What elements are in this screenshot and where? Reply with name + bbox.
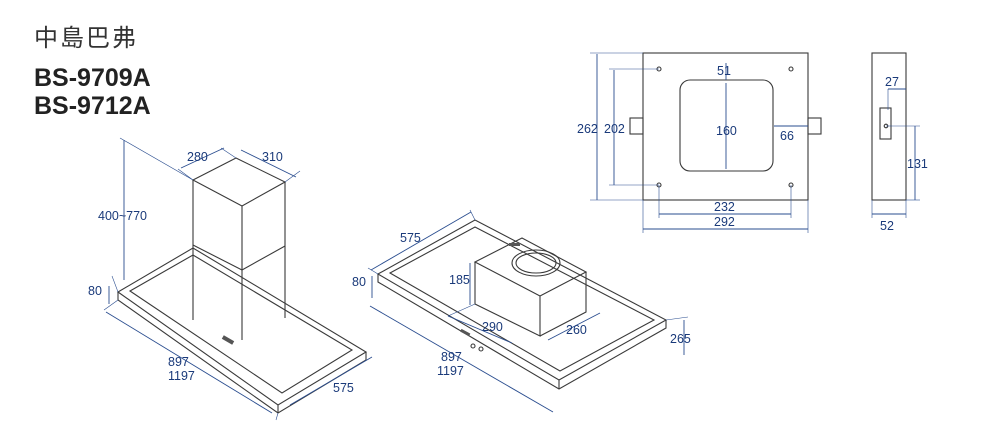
dim-width-long: 1197	[168, 369, 195, 383]
outlet-ring	[511, 249, 561, 277]
dim-chimney-height: 400~770	[98, 209, 147, 223]
dim-outlet-size: 160	[716, 124, 737, 138]
dim-body-depth: 575	[400, 231, 421, 245]
dim-width-short: 897	[168, 355, 189, 369]
body-outline	[376, 219, 668, 381]
dim-total-height: 265	[670, 332, 691, 346]
dim-plate-width: 292	[714, 215, 735, 229]
motor-top	[473, 237, 588, 297]
dim-plate-height: 262	[577, 122, 598, 136]
side-outline	[871, 52, 907, 201]
dim-motor-depth: 260	[566, 323, 587, 337]
dim-canopy-depth: 575	[333, 381, 354, 395]
mounting-plate-drawing	[590, 52, 822, 233]
dim-canopy-height: 80	[88, 284, 102, 298]
dim-motor-width: 290	[482, 320, 503, 334]
dim-hole-spacing-v: 202	[604, 122, 625, 136]
model-number-1: BS-9709A	[34, 64, 151, 92]
canopy-inner	[128, 254, 354, 394]
dim-hole-spacing-h: 232	[714, 200, 735, 214]
dim-side-offset: 66	[780, 129, 794, 143]
dim-body-height: 80	[352, 275, 366, 289]
side-view-drawing	[871, 52, 920, 218]
chimney-joint	[192, 244, 286, 271]
plate-tab-right	[807, 117, 822, 135]
side-bracket	[879, 107, 892, 140]
dim-side-offset-top: 27	[885, 75, 899, 89]
outlet-opening	[679, 79, 774, 172]
dim-side-height: 131	[907, 157, 928, 171]
dim-body-width-long: 1197	[437, 364, 464, 378]
dim-body-width-short: 897	[441, 350, 462, 364]
hood-body-drawing	[367, 209, 689, 413]
dim-chimney-width: 310	[262, 150, 283, 164]
dim-motor-height: 185	[449, 273, 470, 287]
plate-tab-left	[629, 117, 644, 135]
dim-chimney-depth: 280	[187, 150, 208, 164]
hood-with-chimney-drawing	[103, 137, 373, 421]
control-panel	[221, 335, 235, 345]
model-number-2: BS-9712A	[34, 92, 151, 120]
body-inner	[388, 226, 656, 372]
dim-side-width: 52	[880, 219, 894, 233]
dim-hole-offset: 51	[717, 64, 731, 78]
page-title: 中島巴弗	[34, 24, 138, 52]
